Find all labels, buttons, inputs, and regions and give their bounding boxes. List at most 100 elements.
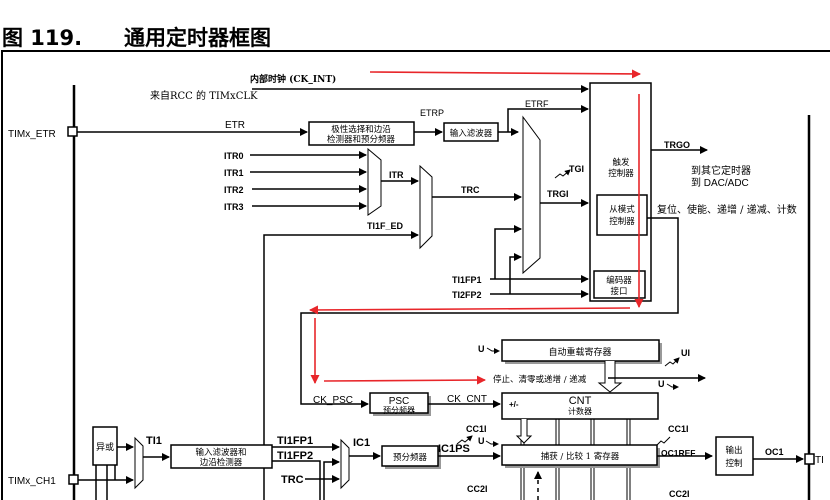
to-dac-adc-label: 到 DAC/ADC [691,177,749,189]
cc2i-in-label: CC2I [467,484,488,494]
red-arrow-right-cnt [323,375,486,385]
trigger-controller-block: 触发 控制器 [589,82,652,302]
figure-caption: 通用定时器框图 [124,26,271,50]
oc1-label: OC1 [765,447,784,457]
trgi-mux [522,115,541,275]
ic1-mux [340,438,350,490]
svg-text:捕获 / 比较 1 寄存器: 捕获 / 比较 1 寄存器 [541,451,620,462]
frame [1,50,830,500]
svg-text:预分频器: 预分频器 [393,452,428,463]
ck-psc-label: CK_PSC [313,395,353,406]
right-pin-label: TI [815,455,824,466]
svg-text:从模式: 从模式 [609,204,635,215]
polarity-edge-prescaler-block: 极性选择和边沿 检测器和预分频器 [308,121,415,146]
etrp-label: ETRP [420,108,444,118]
cnt-to-ccr-arrow [515,419,533,444]
ch-trc-label: TRC [281,474,304,486]
svg-text:PSC: PSC [389,396,410,407]
svg-text:预分频器: 预分频器 [383,405,415,415]
etr-label: ETR [225,120,245,131]
oc1ref-label: OC1REF [661,448,695,458]
svg-text:自动重载寄存器: 自动重载寄存器 [548,346,611,358]
itr3-label: ITR3 [224,202,244,212]
ui-label: UI [681,348,690,358]
xor-input-lines [95,465,116,500]
svg-text:输入滤波器: 输入滤波器 [450,128,493,139]
slave-outputs-label: 复位、使能、递增 / 递减、计数 [657,203,797,216]
timxclk-label: 来自RCC 的 TIMxCLK [150,89,258,102]
red-arrow-left [309,305,631,315]
psc-prescaler-block: PSC 预分频器 [369,392,431,416]
cnt-counter-block: +/- CNT 计数器 [501,392,659,420]
svg-text:触发: 触发 [612,157,630,168]
u-label-arr: U [478,344,485,354]
svg-text:接口: 接口 [610,286,627,297]
trc-label: TRC [461,185,480,195]
svg-text:控制器: 控制器 [609,216,635,227]
itr1-label: ITR1 [224,168,244,178]
itr-inputs: ITR0 ITR1 ITR2 ITR3 [224,151,367,212]
timx-ch1-pin[interactable] [68,474,79,485]
ti1-label: TI1 [146,435,162,447]
svg-text:边沿检测器: 边沿检测器 [200,457,243,468]
stop-clear-label: 停止、清零或递增 / 递减 [493,374,587,385]
capture-compare-register-block: 捕获 / 比较 1 寄存器 [501,444,660,468]
timx-ch1-output-pin[interactable] [804,453,815,465]
svg-text:计数器: 计数器 [568,406,592,416]
ti1f-ed-label: TI1F_ED [367,221,404,231]
timx-etr-pin[interactable] [67,126,78,137]
red-arrow-ck-int [369,69,641,79]
itr0-label: ITR0 [224,151,244,161]
u-label-out: U [658,379,665,389]
figure-title: 图 119. 通用定时器框图 [2,22,271,52]
timx-ch1-label: TIMx_CH1 [8,476,56,487]
arr-to-cnt-arrow [597,361,623,393]
svg-text:输出: 输出 [725,445,742,456]
ch-ti1fp1-label: TI1FP1 [277,435,313,447]
ch-ti1fp2-label: TI1FP2 [277,450,313,462]
ti1-mux [134,436,144,490]
itr-mux [367,147,382,216]
cc2i-out-label: CC2I [669,489,690,499]
itr-label: ITR [389,170,404,180]
to-other-timers-label: 到其它定时器 [691,164,751,177]
ch1-input-filter-block: 输入滤波器和 边沿检测器 [170,444,273,469]
tgi-interrupt-icon [554,169,571,179]
ch1-prescaler-block: 预分频器 [381,445,441,469]
ti1fp1-label: TI1FP1 [452,275,482,285]
u-event-icon-ccr [485,440,499,447]
ck-cnt-label: CK_CNT [447,394,487,405]
auto-reload-register-block: 自动重载寄存器 [501,339,662,364]
red-annotation-arrows [309,69,644,385]
ic1ps-label: IC1PS [438,443,470,455]
svg-text:编码器: 编码器 [606,275,632,286]
itr2-label: ITR2 [224,185,244,195]
svg-text:+/-: +/- [509,400,519,409]
xor-gate-block: 异或 [92,426,118,466]
etrf-label: ETRF [525,99,549,109]
svg-text:CNT: CNT [569,395,592,407]
cc1i-in-label: CC1I [466,424,487,434]
ui-interrupt-icon [664,357,680,367]
ti2fp2-label: TI2FP2 [452,290,482,300]
tgi-label: TGI [569,164,584,174]
cc1i-out-interrupt-icon [656,436,671,446]
trgi-label: TRGI [547,189,569,199]
trc-mux [419,164,433,250]
svg-text:控制: 控制 [725,458,742,469]
svg-text:控制器: 控制器 [608,168,634,179]
ic1-label: IC1 [353,437,370,449]
svg-text:极性选择和边沿: 极性选择和边沿 [331,124,391,135]
figure-number: 图 119. [2,26,83,50]
svg-text:输入滤波器和: 输入滤波器和 [195,447,246,458]
ck-int-label: 内部时钟 (CK_INT) [250,73,336,85]
input-filter-block: 输入滤波器 [443,122,499,142]
output-control-block: 输出 控制 [715,436,754,476]
u-event-icon-arr [486,347,500,354]
cc1i-in-interrupt-icon [456,435,473,445]
svg-text:检测器和预分频器: 检测器和预分频器 [327,134,396,145]
ck-int-line: 内部时钟 (CK_INT) 来自RCC 的 TIMxCLK [150,73,589,102]
svg-text:异或: 异或 [96,441,114,453]
u-label-ccr: U [478,436,485,446]
